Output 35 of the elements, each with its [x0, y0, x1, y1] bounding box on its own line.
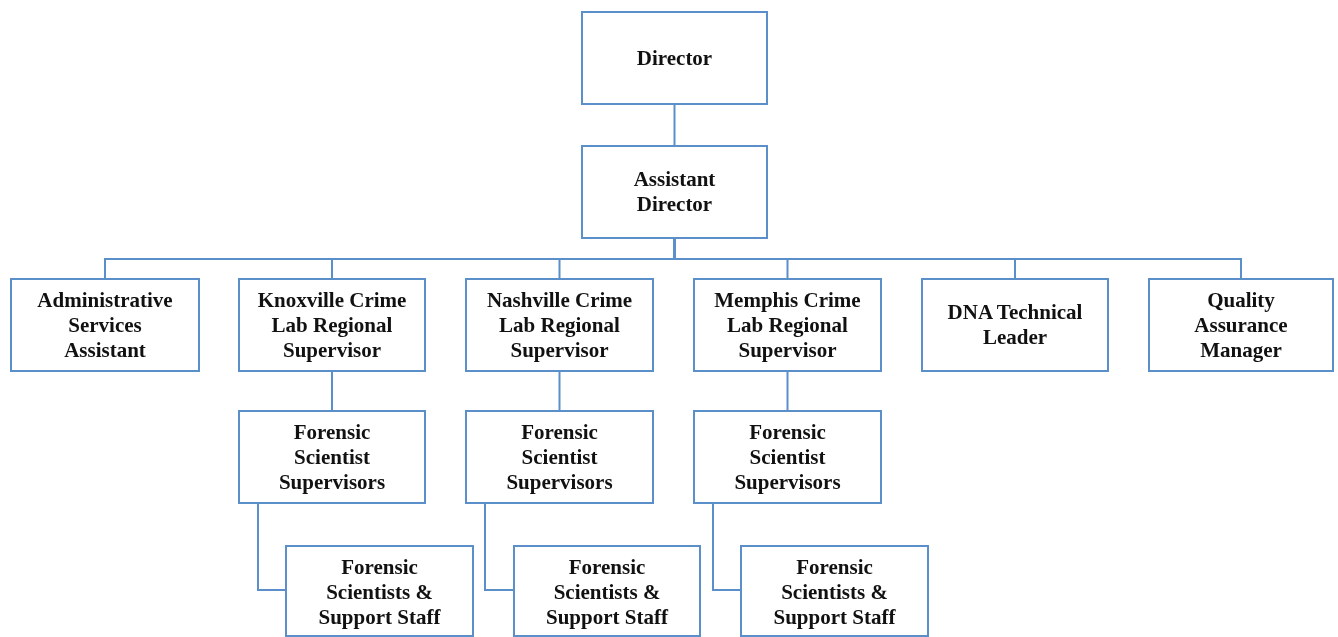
role-title: Forensic Scientist Supervisors: [277, 419, 387, 495]
role-title: Memphis Crime Lab Regional Supervisor: [713, 287, 862, 363]
org-box: [465, 410, 654, 504]
org-box: [581, 11, 768, 105]
org-box: [10, 278, 200, 372]
org-box: [921, 278, 1109, 372]
role-title: DNA Technical Leader: [946, 300, 1084, 350]
role-title: Forensic Scientists & Support Staff: [772, 555, 897, 630]
org-box: [513, 545, 701, 637]
role-title: Director: [636, 45, 713, 71]
connector-line: [257, 503, 286, 591]
role-title: Administrative Services Assistant: [36, 287, 174, 363]
role-title: Forensic Scientists & Support Staff: [317, 555, 442, 630]
role-title: Forensic Scientist Supervisors: [505, 419, 614, 495]
org-box: [693, 410, 882, 504]
role-title: Quality Assurance Manager: [1193, 287, 1289, 363]
role-title: Forensic Scientist Supervisors: [733, 419, 842, 495]
role-title: Forensic Scientists & Support Staff: [545, 555, 670, 630]
org-box: [740, 545, 929, 637]
connector-line: [558, 371, 561, 411]
org-box: [1148, 278, 1334, 372]
connector-line: [484, 503, 514, 591]
connector-line: [786, 371, 789, 411]
role-title: Nashville Crime Lab Regional Supervisor: [485, 287, 634, 363]
role-title: Knoxville Crime Lab Regional Supervisor: [256, 287, 408, 363]
role-title: Assistant Director: [632, 167, 717, 217]
connector-line: [712, 503, 741, 591]
org-box: [238, 278, 426, 372]
org-box: [285, 545, 474, 637]
connector-line: [673, 104, 676, 146]
connector-line: [331, 371, 333, 411]
org-box: [581, 145, 768, 239]
org-box: [693, 278, 882, 372]
org-box: [238, 410, 426, 504]
org-box: [465, 278, 654, 372]
